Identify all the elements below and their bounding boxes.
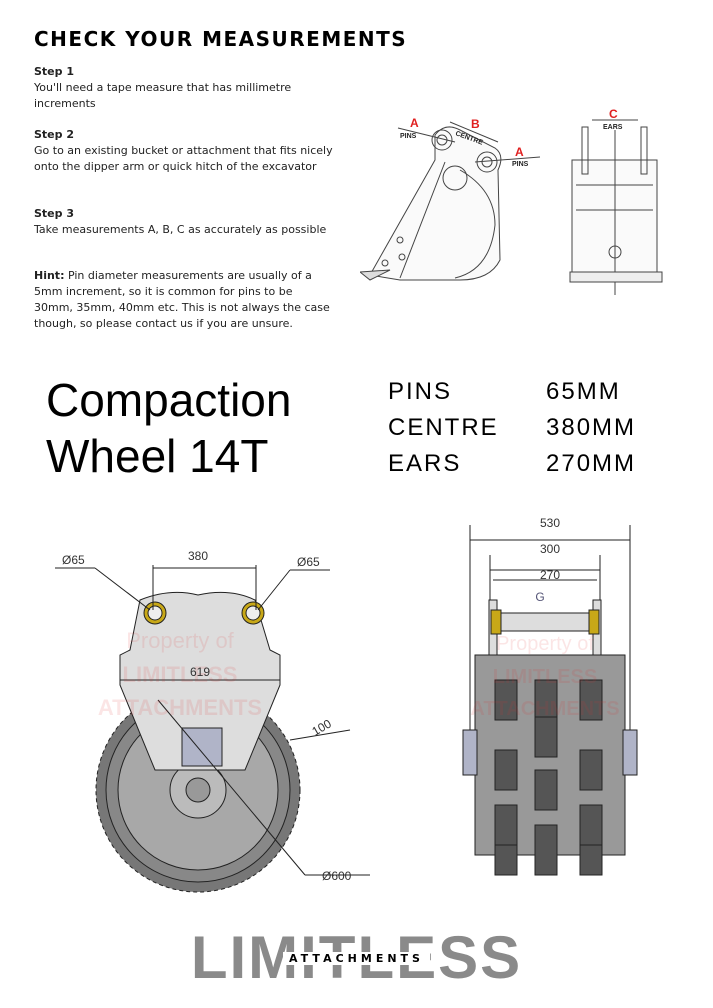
- dim-ears: 270: [540, 568, 560, 582]
- spec-row-centre: CENTRE 380MM: [388, 414, 634, 450]
- spec-name: PINS: [388, 378, 453, 405]
- spec-value: 65MM: [546, 378, 621, 405]
- hint: Hint: Pin diameter measurements are usua…: [34, 268, 334, 332]
- logo-sub: ATTACHMENTS: [283, 952, 430, 965]
- spec-value: 380MM: [546, 414, 637, 441]
- step-2: Step 2 Go to an existing bucket or attach…: [34, 127, 334, 175]
- page-title: CHECK YOUR MEASUREMENTS: [34, 27, 408, 51]
- step-text: You'll need a tape measure that has mill…: [34, 81, 292, 110]
- spec-row-ears: EARS 270MM: [388, 450, 634, 486]
- step-label: Step 3: [34, 207, 74, 220]
- dim-width: 619: [190, 665, 210, 679]
- watermark-line1: Property of: [126, 628, 234, 653]
- watermark-line2: LIMITLESS: [493, 666, 597, 688]
- wheel-side-drawing: Property of LIMITLESS ATTACHMENTS Ø65 38…: [55, 549, 370, 893]
- spec-name: EARS: [388, 450, 462, 477]
- step-label: Step 2: [34, 128, 74, 141]
- section-label: G: [535, 590, 544, 604]
- watermark-line3: ATTACHMENTS: [98, 695, 262, 720]
- dim-centre: 380: [188, 549, 208, 563]
- dim-pin-right: Ø65: [297, 555, 320, 569]
- watermark-line3: ATTACHMENTS: [470, 698, 619, 720]
- dim-pin-left: Ø65: [62, 553, 85, 567]
- dim-wheel-dia: Ø600: [322, 869, 352, 883]
- hint-label: Hint:: [34, 269, 65, 282]
- label-a-2: A: [515, 145, 524, 159]
- product-name-line1: Compaction: [46, 374, 292, 426]
- label-ears: EARS: [603, 124, 623, 131]
- spec-row-pins: PINS 65MM: [388, 378, 619, 414]
- wheel-front-drawing: Property of LIMITLESS ATTACHMENTS 530 30…: [462, 516, 638, 876]
- dim-overall: 530: [540, 516, 560, 530]
- hint-text: Pin diameter measurements are usually of…: [34, 269, 330, 330]
- label-c: C: [609, 107, 618, 121]
- label-pins: PINS: [400, 133, 417, 140]
- spec-list: PINS 65MM CENTRE 380MM EARS 270MM: [388, 378, 634, 486]
- bucket-diagram: A PINS B CENTRE A PINS C EARS: [360, 107, 663, 295]
- label-b: B: [471, 117, 480, 131]
- dim-outer: 300: [540, 542, 560, 556]
- product-name: Compaction Wheel 14T: [46, 372, 291, 484]
- step-label: Step 1: [34, 65, 74, 78]
- label-pins-2: PINS: [512, 161, 529, 168]
- watermark-line2: LIMITLESS: [123, 662, 238, 687]
- step-text: Take measurements A, B, C as accurately …: [34, 223, 327, 236]
- logo: LIMITLESS ATTACHMENTS: [0, 928, 713, 988]
- spec-name: CENTRE: [388, 414, 499, 441]
- dim-offset: 100: [310, 716, 335, 738]
- watermark-line1: Property of: [496, 633, 594, 655]
- step-3: Step 3 Take measurements A, B, C as accur…: [34, 206, 334, 238]
- product-name-line2: Wheel 14T: [46, 430, 269, 482]
- step-text: Go to an existing bucket or attachment t…: [34, 144, 333, 173]
- spec-value: 270MM: [546, 450, 637, 477]
- label-a: A: [410, 116, 419, 130]
- step-1: Step 1 You'll need a tape measure that ha…: [34, 64, 334, 112]
